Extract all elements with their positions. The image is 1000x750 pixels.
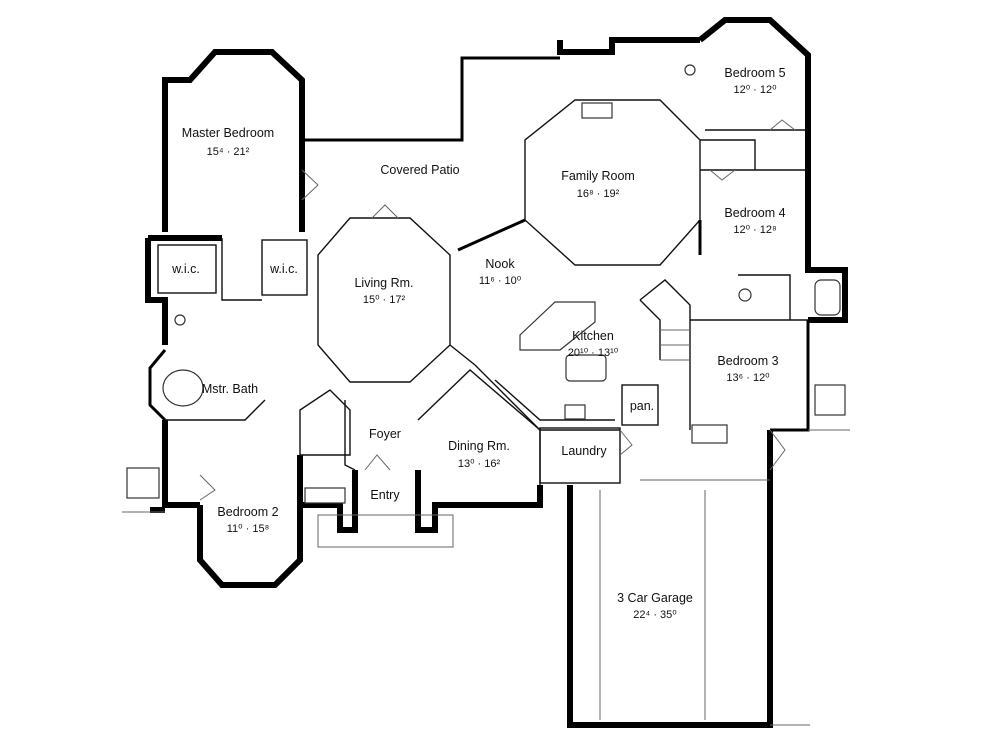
bedroom-2-label: Bedroom 2 <box>217 505 278 519</box>
living-room-dims: 15⁰ · 17² <box>363 294 406 306</box>
kitchen-dims: 20¹⁰ · 13¹⁰ <box>568 347 619 359</box>
family-room-dims: 16⁸ · 19² <box>577 188 620 200</box>
bedroom-5-label: Bedroom 5 <box>724 66 785 80</box>
garage-label: 3 Car Garage <box>617 591 693 605</box>
covered-patio-label: Covered Patio <box>380 163 459 177</box>
dining-room-label: Dining Rm. <box>448 439 510 453</box>
room-labels: Master Bedroom 15⁴ · 21² Covered Patio F… <box>171 66 786 621</box>
wic-2-label: w.i.c. <box>269 262 298 276</box>
dining-room-dims: 13⁰ · 16² <box>458 458 501 470</box>
nook-label: Nook <box>485 257 515 271</box>
interior-walls <box>122 64 850 726</box>
family-room-label: Family Room <box>561 169 635 183</box>
master-bedroom-label: Master Bedroom <box>182 126 274 140</box>
kitchen-label: Kitchen <box>572 329 614 343</box>
exterior-walls <box>145 17 848 728</box>
bedroom-4-label: Bedroom 4 <box>724 206 785 220</box>
bedroom-3-label: Bedroom 3 <box>717 354 778 368</box>
bedroom-5-dims: 12⁰ · 12⁰ <box>733 84 777 96</box>
master-bath-label: Mstr. Bath <box>202 382 258 396</box>
pantry-label: pan. <box>630 399 654 413</box>
wic-1-label: w.i.c. <box>171 262 200 276</box>
bedroom-2-dims: 11⁰ · 15⁸ <box>227 523 269 535</box>
bedroom-3-dims: 13⁶ · 12⁰ <box>726 372 770 384</box>
master-bedroom-dims: 15⁴ · 21² <box>207 146 250 158</box>
laundry-label: Laundry <box>561 444 607 458</box>
nook-dims: 11⁶ · 10⁰ <box>479 275 522 287</box>
entry-label: Entry <box>370 488 400 502</box>
foyer-label: Foyer <box>369 427 401 441</box>
garage-dims: 22⁴ · 35⁰ <box>633 609 677 621</box>
living-room-label: Living Rm. <box>354 276 413 290</box>
bedroom-4-dims: 12⁰ · 12⁸ <box>733 224 776 236</box>
